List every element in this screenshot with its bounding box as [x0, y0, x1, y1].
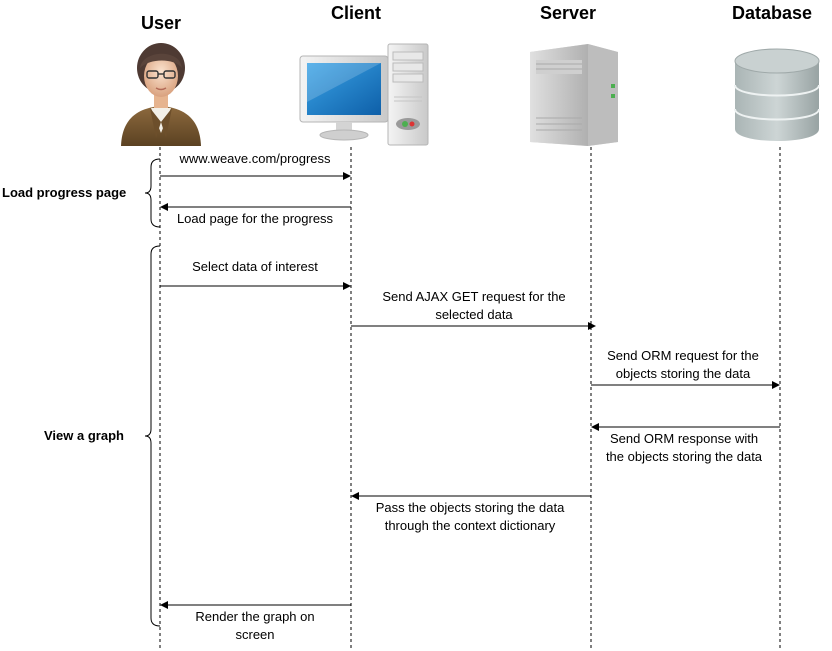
actor-label-user: User — [141, 13, 182, 33]
brace-load — [144, 158, 161, 228]
group-label-view-graph: View a graph — [44, 428, 124, 443]
message-label: Render the graph on screen — [195, 609, 315, 642]
actor-label-database: Database — [732, 3, 813, 23]
message-label: www.weave.com/progress — [179, 151, 331, 166]
message-label: Load page for the progress — [176, 211, 334, 226]
database-icon — [734, 48, 820, 141]
desktop-computer-icon — [299, 43, 429, 146]
message-label: Select data of interest — [192, 259, 318, 274]
actor-label-server: Server — [540, 3, 597, 23]
message-label: Send ORM request for the objects storing… — [607, 348, 759, 381]
message-label: Send ORM response with the objects stori… — [605, 431, 763, 464]
message-label: Pass the objects storing the data throug… — [375, 500, 565, 533]
actor-label-client: Client — [331, 3, 382, 23]
server-icon — [530, 44, 618, 146]
message-label: Send AJAX GET request for the selected d… — [382, 289, 566, 322]
group-label-load-progress: Load progress page — [2, 185, 127, 200]
brace-view — [144, 245, 161, 627]
user-icon — [121, 43, 201, 146]
